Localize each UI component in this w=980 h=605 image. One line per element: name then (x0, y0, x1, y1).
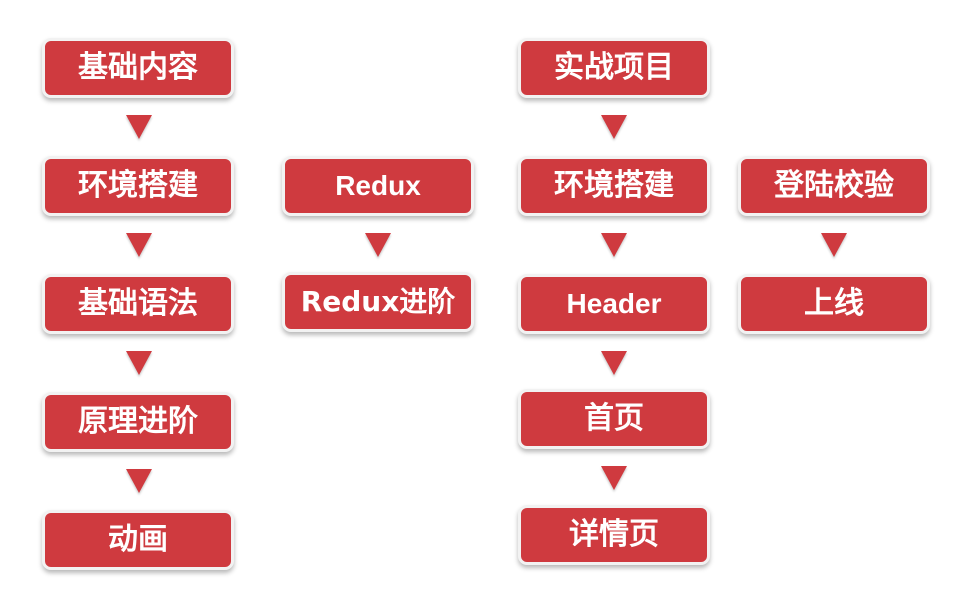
node-principle-advanced: 原理进阶 (42, 392, 234, 452)
arrow-down-icon (601, 466, 627, 490)
node-go-live: 上线 (738, 274, 930, 334)
node-detail-page: 详情页 (518, 505, 710, 565)
arrow-down-icon (821, 233, 847, 257)
arrow-down-icon (601, 233, 627, 257)
node-practical-project: 实战项目 (518, 38, 710, 98)
node-basic-syntax: 基础语法 (42, 274, 234, 334)
arrow-down-icon (601, 351, 627, 375)
node-redux: Redux (282, 156, 474, 216)
node-animation: 动画 (42, 510, 234, 570)
arrow-down-icon (126, 351, 152, 375)
arrow-down-icon (126, 233, 152, 257)
node-header: Header (518, 274, 710, 334)
node-environment-setup: 环境搭建 (42, 156, 234, 216)
arrow-down-icon (126, 469, 152, 493)
arrow-down-icon (601, 115, 627, 139)
node-project-environment-setup: 环境搭建 (518, 156, 710, 216)
node-login-check: 登陆校验 (738, 156, 930, 216)
arrow-down-icon (126, 115, 152, 139)
arrow-down-icon (365, 233, 391, 257)
node-basic-content: 基础内容 (42, 38, 234, 98)
node-home-page: 首页 (518, 389, 710, 449)
node-redux-advanced: Redux进阶 (282, 272, 474, 332)
